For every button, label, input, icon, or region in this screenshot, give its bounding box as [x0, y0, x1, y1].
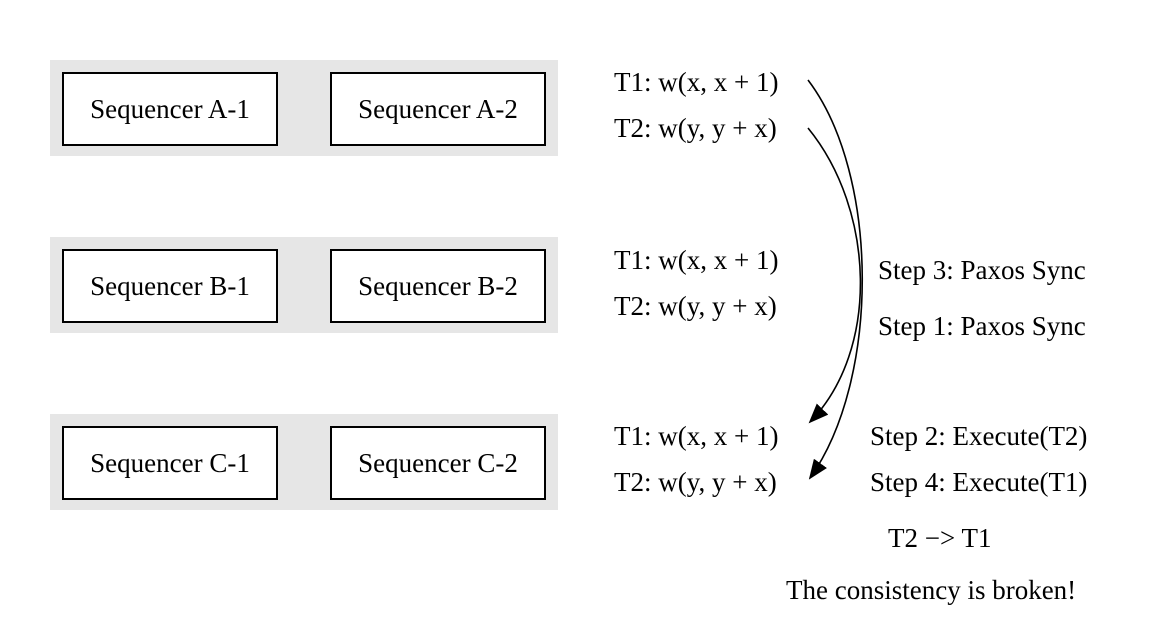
arrow-t1-to-c-t2 — [807, 79, 864, 480]
op-a-t2: T2: w(y, y + x) — [614, 113, 777, 143]
op-c-t2: T2: w(y, y + x) — [614, 467, 777, 497]
sequencer-group-c: Sequencer C-1 Sequencer C-2 — [50, 414, 558, 510]
step-1-label: Step 1: Paxos Sync — [878, 311, 1086, 341]
op-b-t1: T1: w(x, x + 1) — [614, 245, 779, 275]
sequencer-a-2: Sequencer A-2 — [330, 72, 546, 146]
sequencer-c-2: Sequencer C-2 — [330, 426, 546, 500]
sequencer-b-1: Sequencer B-1 — [62, 249, 278, 323]
order-label: T2 −> T1 — [888, 523, 992, 553]
arrow-t2-to-c-t1 — [807, 127, 862, 424]
sequencer-b-2: Sequencer B-2 — [330, 249, 546, 323]
op-a-t1: T1: w(x, x + 1) — [614, 67, 779, 97]
conclusion-label: The consistency is broken! — [786, 575, 1077, 605]
sequencer-a-1: Sequencer A-1 — [62, 72, 278, 146]
sequencer-group-b: Sequencer B-1 Sequencer B-2 — [50, 237, 558, 333]
step-4-label: Step 4: Execute(T1) — [870, 467, 1088, 497]
op-b-t2: T2: w(y, y + x) — [614, 291, 777, 321]
step-2-label: Step 2: Execute(T2) — [870, 421, 1088, 451]
sequencer-group-a: Sequencer A-1 Sequencer A-2 — [50, 60, 558, 156]
op-c-t1: T1: w(x, x + 1) — [614, 421, 779, 451]
step-3-label: Step 3: Paxos Sync — [878, 255, 1086, 285]
sequencer-c-1: Sequencer C-1 — [62, 426, 278, 500]
